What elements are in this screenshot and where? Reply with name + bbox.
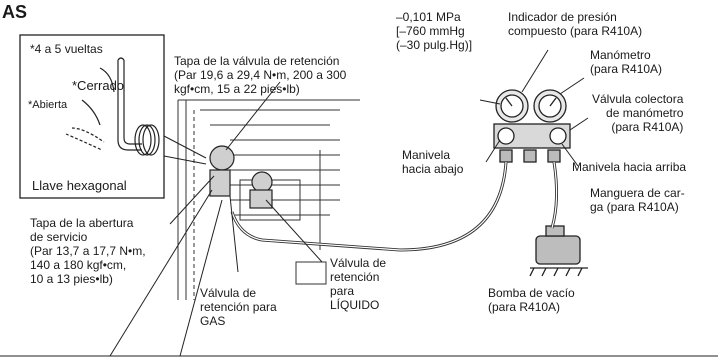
corner-heading: AS: [2, 2, 28, 22]
charge-hoses: [230, 161, 559, 252]
vacuum-pump-label: Bomba de vacío (para R410A): [488, 286, 575, 314]
liquid-valve-label: Válvula de retención para LÍQUIDO: [330, 256, 387, 312]
turns-note: *4 a 5 vueltas: [30, 42, 103, 56]
hex-key-illustration: [65, 57, 160, 156]
open-label: *Abierta: [28, 99, 68, 111]
charge-hose-label: Manguera de car- ga (para R410A): [590, 186, 685, 214]
manifold-gauge-set: [493, 89, 571, 163]
closed-label: *Cerrado: [72, 78, 125, 93]
vacuum-reading-label: –0,101 MPa [–760 mmHg (–30 pulg.Hg)]: [396, 10, 473, 52]
compound-gauge-label: Indicador de presión compuesto (para R41…: [508, 10, 643, 38]
handle-down-label: Manivela hacia abajo: [402, 148, 464, 176]
leader-lines: [163, 49, 589, 273]
hex-key-label: Llave hexagonal: [32, 178, 127, 193]
manifold-valve-label: Válvula colectora de manómetro (para R41…: [592, 92, 684, 134]
handle-up-label: Manivela hacia arriba: [572, 160, 687, 174]
inset-box: [19, 34, 165, 199]
service-port-cap-label: Tapa de la abertura de servicio (Par 13,…: [30, 216, 146, 286]
manometer-label: Manómetro (para R410A): [590, 48, 663, 76]
gas-valve-label: Válvula de retención para GAS: [200, 286, 277, 328]
valve-assembly: [209, 145, 273, 209]
vacuum-pump: [529, 225, 588, 277]
check-valve-cap-label: Tapa de la válvula de retención (Par 19,…: [174, 54, 347, 96]
outdoor-unit-sketch: [177, 99, 360, 300]
